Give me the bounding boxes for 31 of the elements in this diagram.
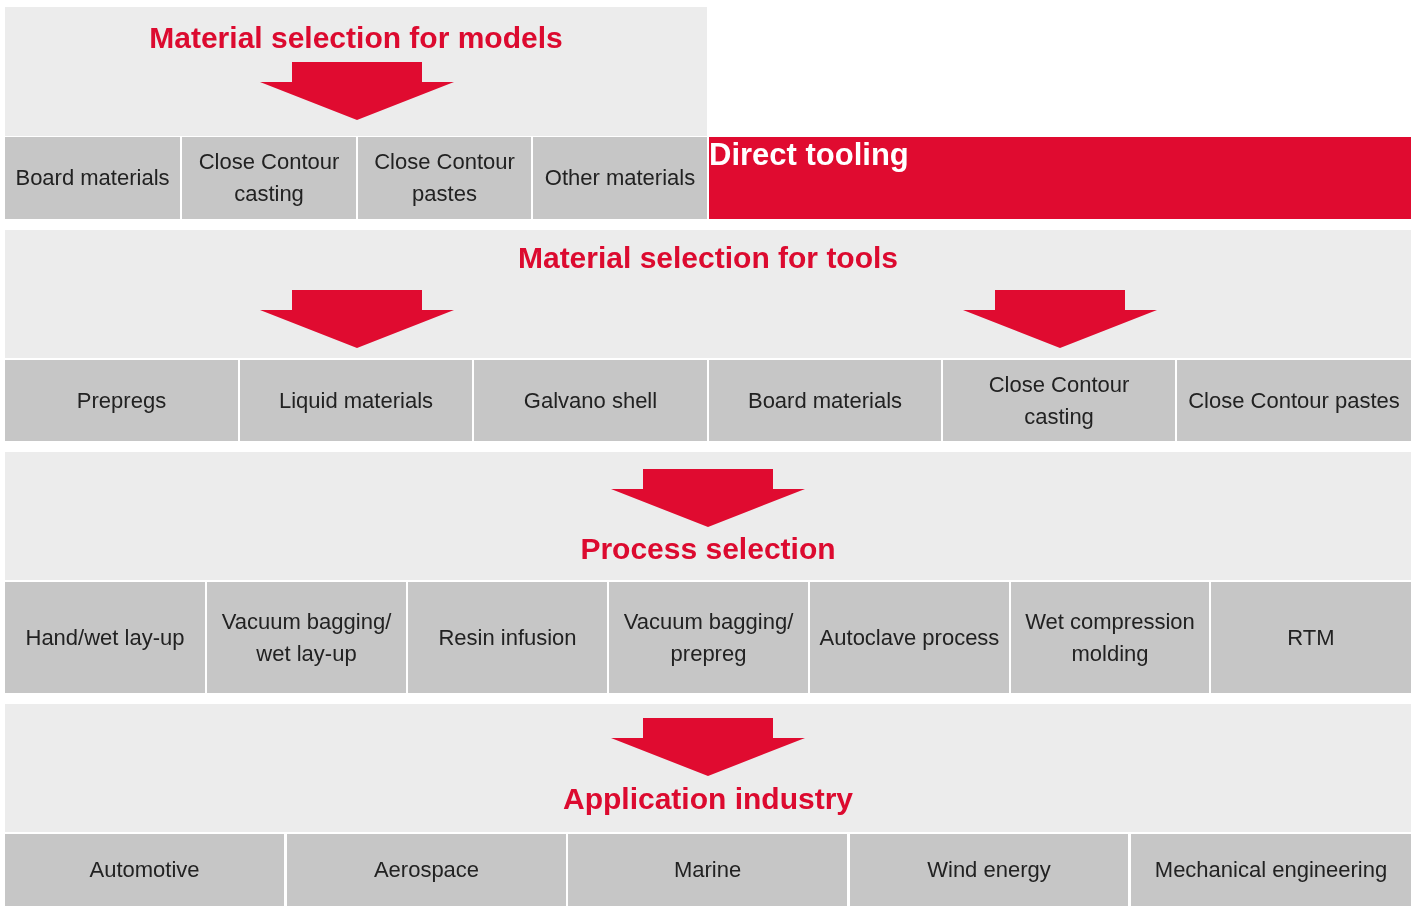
category-box: Wind energy — [850, 834, 1128, 906]
category-box: RTM — [1211, 582, 1411, 693]
category-box: Board materials — [709, 360, 941, 441]
category-box: Hand/wet lay-up — [5, 582, 205, 693]
category-box: Automotive — [5, 834, 284, 906]
section-panel — [5, 704, 1411, 832]
section-panel — [5, 452, 1411, 580]
category-box: Galvano shell — [474, 360, 707, 441]
category-box: Close Contour casting — [943, 360, 1175, 441]
section-heading: Process selection — [579, 532, 837, 566]
category-box: Wet compression molding — [1011, 582, 1209, 693]
category-box: Board materials — [5, 137, 180, 219]
category-box: Other materials — [533, 137, 707, 219]
category-box: Prepregs — [5, 360, 238, 441]
section-heading: Material selection for tools — [516, 241, 900, 275]
category-box: Vacuum bagging/ prepreg — [609, 582, 808, 693]
section-panel — [5, 7, 707, 136]
category-box: Autoclave process — [810, 582, 1009, 693]
category-box: Liquid materials — [240, 360, 472, 441]
category-box: Resin infusion — [408, 582, 607, 693]
section-panel — [5, 230, 1411, 358]
section-heading: Application industry — [562, 782, 854, 816]
section-heading: Material selection for models — [148, 21, 564, 55]
category-box: Marine — [568, 834, 847, 906]
category-box: Close Contour pastes — [1177, 360, 1411, 441]
category-box: Close Contour casting — [182, 137, 356, 219]
category-box: Vacuum bagging/ wet lay-up — [207, 582, 406, 693]
highlight-box: Direct tooling — [709, 137, 1411, 219]
category-box: Aerospace — [287, 834, 566, 906]
category-box: Close Contour pastes — [358, 137, 531, 219]
category-box: Mechanical engineering — [1131, 834, 1411, 906]
